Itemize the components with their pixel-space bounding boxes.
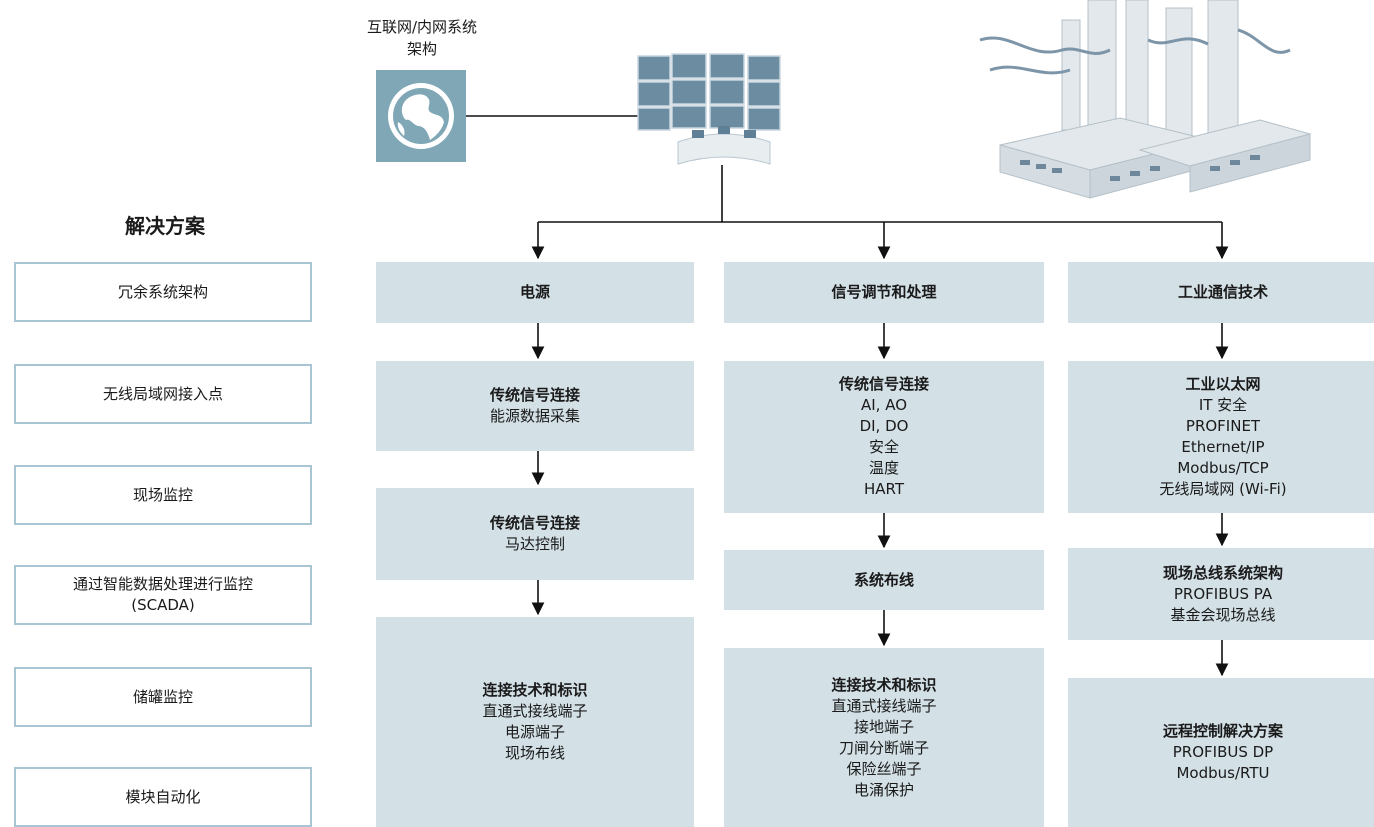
industrial-plant-icon xyxy=(979,0,1312,199)
box-line: 直通式接线端子 xyxy=(831,696,937,715)
box-line: PROFIBUS PA xyxy=(1173,584,1273,603)
box-line: 直通式接线端子 xyxy=(482,702,588,720)
box-comm-remote-control: 远程控制解决方案 PROFIBUS DP Modbus/RTU xyxy=(1068,678,1374,827)
column-header-label: 电源 xyxy=(519,283,550,301)
box-title: 工业以太网 xyxy=(1185,375,1261,393)
solution-redundant-system[interactable]: 冗余系统架构 xyxy=(14,262,312,322)
network-label-line2: 架构 xyxy=(406,40,437,58)
solution-label-sub: (SCADA) xyxy=(131,596,195,614)
box-title: 传统信号连接 xyxy=(838,375,929,393)
box-title: 连接技术和标识 xyxy=(482,681,588,699)
solution-label: 无线局域网接入点 xyxy=(102,384,223,403)
box-power-connection: 连接技术和标识 直通式接线端子 电源端子 现场布线 xyxy=(376,617,694,827)
box-line: PROFINET xyxy=(1185,417,1261,435)
solution-scada[interactable]: 通过智能数据处理进行监控 (SCADA) xyxy=(14,565,312,625)
solution-tank-monitoring[interactable]: 储罐监控 xyxy=(14,667,312,727)
solution-label: 通过智能数据处理进行监控 xyxy=(72,575,253,593)
column-header-label: 工业通信技术 xyxy=(1177,283,1268,301)
box-line: 基金会现场总线 xyxy=(1170,605,1276,624)
box-comm-fieldbus: 现场总线系统架构 PROFIBUS PA 基金会现场总线 xyxy=(1068,548,1374,640)
box-line: 安全 xyxy=(868,438,899,456)
box-line: Modbus/RTU xyxy=(1176,764,1270,782)
box-line: 刀闸分断端子 xyxy=(838,738,929,757)
box-title: 传统信号连接 xyxy=(489,386,580,404)
solutions-title: 解决方案 xyxy=(125,214,205,238)
box-line: HART xyxy=(863,480,905,498)
box-comm-ethernet: 工业以太网 IT 安全 PROFINET Ethernet/IP Modbus/… xyxy=(1068,361,1374,513)
box-line: 现场布线 xyxy=(504,744,565,762)
box-title: 现场总线系统架构 xyxy=(1162,563,1283,582)
box-signal-connection: 连接技术和标识 直通式接线端子 接地端子 刀闸分断端子 保险丝端子 电涌保护 xyxy=(724,648,1044,827)
column-header-signal: 信号调节和处理 xyxy=(724,262,1044,323)
box-title: 远程控制解决方案 xyxy=(1162,722,1283,740)
box-line: Ethernet/IP xyxy=(1181,438,1265,456)
network-label: 互联网/内网系统 架构 xyxy=(342,16,502,60)
box-title: 传统信号连接 xyxy=(489,514,580,532)
box-power-signal-motor: 传统信号连接 马达控制 xyxy=(376,488,694,580)
network-label-line1: 互联网/内网系统 xyxy=(366,18,478,36)
box-line: 电涌保护 xyxy=(853,780,914,799)
column-header-communication: 工业通信技术 xyxy=(1068,262,1374,323)
solution-modular-automation[interactable]: 模块自动化 xyxy=(14,767,312,827)
box-signal-system-cabling: 系统布线 xyxy=(724,550,1044,610)
box-line: Modbus/TCP xyxy=(1177,459,1269,477)
solution-label: 储罐监控 xyxy=(132,687,193,706)
solution-label: 现场监控 xyxy=(132,485,193,504)
box-line: IT 安全 xyxy=(1198,396,1248,414)
box-line: 马达控制 xyxy=(504,535,565,553)
box-line: DI, DO xyxy=(859,417,909,435)
box-line: 接地端子 xyxy=(853,717,914,736)
box-title: 连接技术和标识 xyxy=(831,675,937,694)
solution-label: 模块自动化 xyxy=(125,787,201,806)
box-line: AI, AO xyxy=(860,396,908,414)
box-title: 系统布线 xyxy=(853,570,914,589)
box-line: 电源端子 xyxy=(504,723,565,741)
control-room-icon xyxy=(637,53,781,165)
box-power-signal-energy: 传统信号连接 能源数据采集 xyxy=(376,361,694,451)
box-line: 无线局域网 (Wi-Fi) xyxy=(1159,480,1287,498)
solution-field-monitoring[interactable]: 现场监控 xyxy=(14,465,312,525)
solution-label: 冗余系统架构 xyxy=(117,282,208,301)
column-header-power: 电源 xyxy=(376,262,694,323)
box-line: 温度 xyxy=(868,459,899,477)
globe-icon xyxy=(376,70,466,162)
box-line: PROFIBUS DP xyxy=(1172,743,1274,761)
box-signal-conventional: 传统信号连接 AI, AO DI, DO 安全 温度 HART xyxy=(724,361,1044,513)
box-line: 能源数据采集 xyxy=(489,407,580,425)
solution-wlan-access-point[interactable]: 无线局域网接入点 xyxy=(14,364,312,424)
box-line: 保险丝端子 xyxy=(846,759,922,778)
column-header-label: 信号调节和处理 xyxy=(831,283,937,301)
